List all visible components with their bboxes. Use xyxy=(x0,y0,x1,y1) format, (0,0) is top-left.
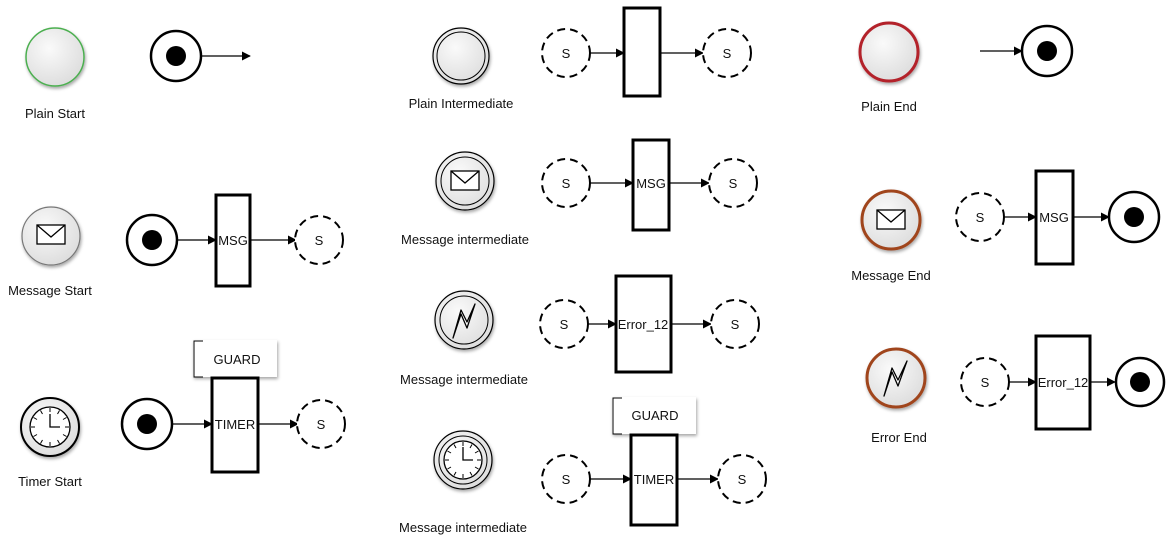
guard-label: GUARD xyxy=(214,352,261,367)
msg-transition-label: MSG xyxy=(636,176,666,191)
timer-transition-bar[interactable] xyxy=(210,376,260,474)
message-end-mapping: S MSG xyxy=(955,169,1161,266)
lightning-icon xyxy=(883,360,908,397)
timer-start-row: Timer Start GUARD TIMER S xyxy=(18,340,346,489)
error-end-mapping: S Error_12 xyxy=(960,334,1166,431)
message-end-label: Message End xyxy=(851,268,931,283)
error-transition-label: Error_12 xyxy=(618,317,669,332)
message-intermediate-mapping: S MSG S xyxy=(541,138,758,232)
guard-box[interactable] xyxy=(612,397,696,434)
error-transition-bar[interactable] xyxy=(1034,334,1092,431)
plain-start-mapping xyxy=(149,29,251,83)
timer-start-label: Timer Start xyxy=(18,474,82,489)
state-node[interactable] xyxy=(294,215,344,265)
plain-intermediate-label: Plain Intermediate xyxy=(409,96,514,111)
lightning-icon xyxy=(452,303,476,339)
timer-transition-bar[interactable] xyxy=(629,433,679,527)
plain-end-event[interactable] xyxy=(858,21,920,83)
error-intermediate-row: Message intermediate S Error_12 S xyxy=(400,274,760,387)
transition-bar[interactable] xyxy=(622,6,662,98)
state-node[interactable] xyxy=(702,28,752,78)
state-label: S xyxy=(562,46,571,61)
plain-intermediate-mapping: S S xyxy=(541,6,752,98)
timer-intermediate-label: Message intermediate xyxy=(399,520,527,535)
envelope-icon xyxy=(450,170,480,191)
message-intermediate-label: Message intermediate xyxy=(401,232,529,247)
final-state-dot xyxy=(1130,372,1150,392)
timer-start-mapping: GUARD TIMER S xyxy=(120,340,346,474)
guard-label: GUARD xyxy=(632,408,679,423)
timer-intermediate-inner-ring xyxy=(438,435,488,485)
state-label: S xyxy=(560,317,569,332)
envelope-icon xyxy=(876,209,906,230)
state-node[interactable] xyxy=(296,399,346,449)
msg-transition-label: MSG xyxy=(1039,210,1069,225)
timer-transition-label: TIMER xyxy=(634,472,674,487)
initial-state-dot xyxy=(166,46,186,66)
timer-intermediate-mapping: GUARD S TIMER S xyxy=(541,397,767,527)
state-label: S xyxy=(317,417,326,432)
plain-intermediate-inner-ring xyxy=(436,31,486,81)
plain-start-row: Plain Start xyxy=(25,27,251,121)
plain-intermediate-row: Plain Intermediate S S xyxy=(409,6,752,111)
state-label: S xyxy=(976,210,985,225)
timer-intermediate-row: Message intermediate GUARD S TIMER S xyxy=(399,397,767,535)
error-transition-label: Error_12 xyxy=(1038,375,1089,390)
state-node[interactable] xyxy=(708,158,758,208)
final-state-dot xyxy=(1037,41,1057,61)
error-end-row: Error End S Error_12 xyxy=(865,334,1166,445)
state-label: S xyxy=(731,317,740,332)
initial-state-dot xyxy=(142,230,162,250)
state-label: S xyxy=(562,472,571,487)
message-end-row: Message End S MSG xyxy=(851,169,1161,283)
error-intermediate-label: Message intermediate xyxy=(400,372,528,387)
final-state-dot xyxy=(1124,207,1144,227)
state-label: S xyxy=(723,46,732,61)
guard-box[interactable] xyxy=(193,340,277,377)
state-label: S xyxy=(729,176,738,191)
state-label: S xyxy=(315,233,324,248)
envelope-icon xyxy=(36,224,66,245)
plain-end-row: Plain End xyxy=(858,21,1074,114)
message-start-row: Message Start MSG S xyxy=(8,193,344,298)
plain-end-mapping xyxy=(980,24,1074,78)
plain-start-event[interactable] xyxy=(25,27,85,87)
error-intermediate-inner-ring xyxy=(439,295,489,345)
message-start-mapping: MSG S xyxy=(125,193,344,288)
state-label: S xyxy=(562,176,571,191)
plain-end-label: Plain End xyxy=(861,99,917,114)
message-start-label: Message Start xyxy=(8,283,92,298)
error-end-label: Error End xyxy=(871,430,927,445)
initial-state-dot xyxy=(137,414,157,434)
state-node[interactable] xyxy=(717,454,767,504)
msg-transition-bar[interactable] xyxy=(631,138,671,232)
error-intermediate-mapping: S Error_12 S xyxy=(539,274,760,374)
state-node[interactable] xyxy=(710,299,760,349)
plain-intermediate-event[interactable] xyxy=(432,27,490,85)
clock-icon xyxy=(443,440,483,480)
state-label: S xyxy=(738,472,747,487)
state-label: S xyxy=(981,375,990,390)
message-intermediate-inner-ring xyxy=(440,156,490,206)
plain-start-label: Plain Start xyxy=(25,106,85,121)
timer-transition-label: TIMER xyxy=(215,417,255,432)
message-intermediate-row: Message intermediate S MSG S xyxy=(401,138,758,247)
clock-icon xyxy=(29,406,71,448)
msg-transition-label: MSG xyxy=(218,233,248,248)
